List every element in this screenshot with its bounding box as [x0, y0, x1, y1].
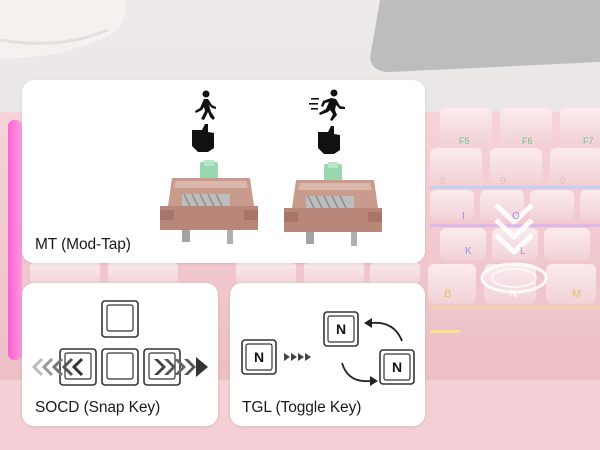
socd-label: SOCD (Snap Key): [35, 399, 161, 416]
toggle-key-n-3: N: [392, 359, 403, 375]
keycap-legend-b: B: [444, 288, 452, 300]
keycap-legend-k: K: [465, 246, 472, 257]
running-person-icon: [309, 89, 345, 121]
keycap-legend-m: M: [572, 288, 582, 300]
toggle-key-n-2: N: [336, 321, 347, 337]
toggle-key-illustration: [241, 311, 415, 386]
walking-person-icon: [195, 90, 216, 120]
keycap-grid: [30, 108, 600, 304]
keycap-legend-l: L: [520, 246, 526, 257]
keycap-legend-i: I: [462, 211, 465, 222]
keycap-legend-o: O: [512, 211, 520, 222]
toggle-key-n-1: N: [254, 349, 265, 365]
mod-tap-label: MT (Mod-Tap): [35, 236, 131, 253]
keycap-legend-0: 0: [560, 176, 566, 187]
socd-card: SOCD (Snap Key): [22, 283, 218, 426]
pressing-finger-icon: [192, 124, 340, 154]
keycap-legend-f5: F5: [459, 136, 470, 146]
keycap-legend-f6: F6: [522, 136, 533, 146]
keycap-legend-9: 9: [500, 176, 506, 187]
press-indicator-icon: [494, 203, 534, 255]
keycap-legend-8: 8: [440, 176, 446, 187]
mechanical-switch-1: [160, 160, 258, 244]
mod-tap-card: MT (Mod-Tap): [22, 80, 425, 263]
toggle-cycle-arrows-icon: [341, 321, 403, 383]
mechanical-switch-2: [284, 162, 382, 246]
keycap-legend-n: N: [509, 288, 517, 300]
toggle-key-card: N N N TGL (Toggle Key): [230, 283, 425, 426]
keycap-legend-f7: F7: [583, 136, 594, 146]
direction-arrows-icon: [31, 300, 208, 386]
mod-tap-illustration: [160, 89, 382, 246]
toggle-key-label: TGL (Toggle Key): [242, 399, 362, 416]
